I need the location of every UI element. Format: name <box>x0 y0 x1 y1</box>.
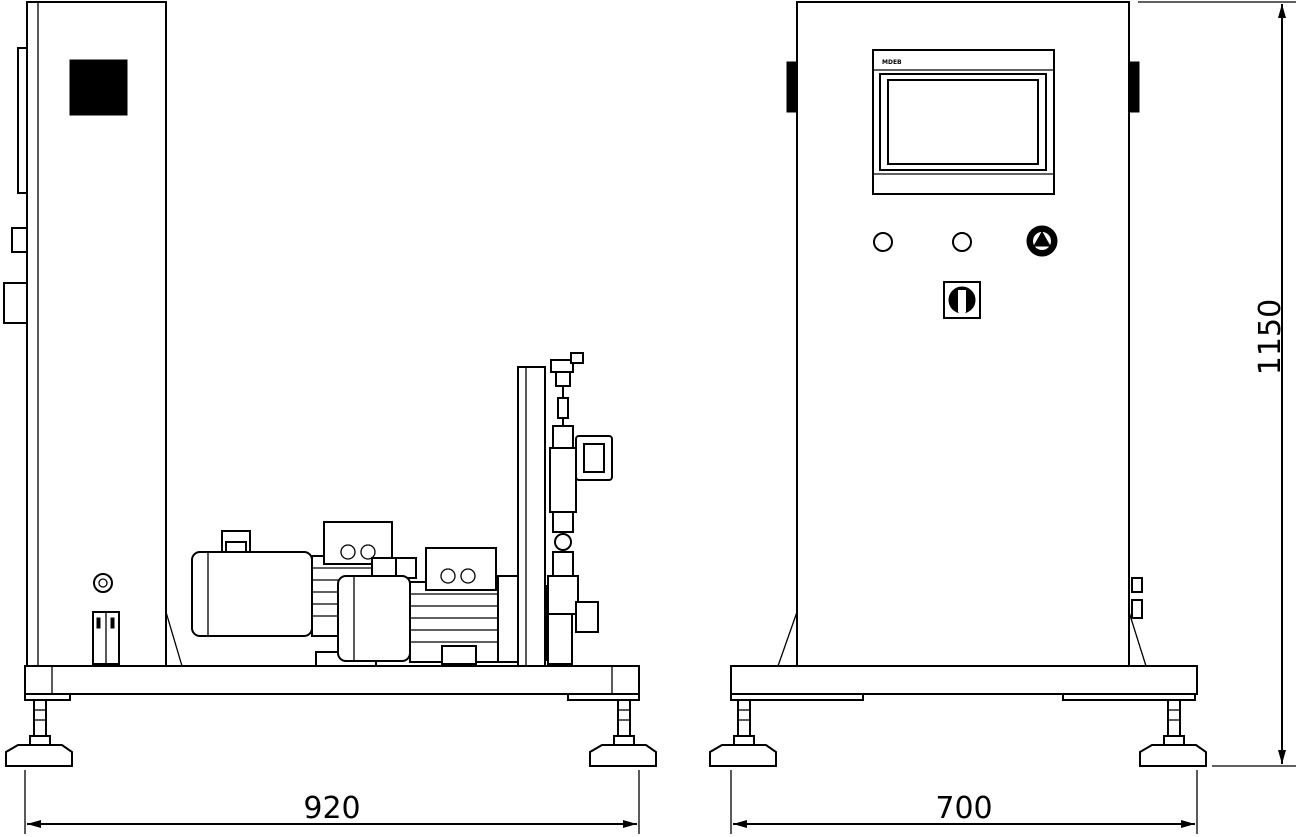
front-foot-right <box>1139 699 1207 767</box>
dimension-label-920: 920 <box>303 791 360 826</box>
control-buttons <box>873 225 1058 319</box>
front-base-frame <box>730 665 1198 701</box>
side-foot-right <box>589 699 657 767</box>
side-view <box>3 1 657 767</box>
pump-front <box>337 547 547 665</box>
hmi-screen-side <box>69 59 128 116</box>
side-foot-left <box>5 699 73 767</box>
front-view: MDEB <box>709 1 1207 767</box>
front-foot-left <box>709 699 777 767</box>
side-base-frame <box>24 665 640 701</box>
hmi-panel: MDEB <box>872 49 1055 195</box>
cable-gland <box>93 573 113 593</box>
button-middle <box>952 232 972 252</box>
dimension-label-700: 700 <box>935 791 992 826</box>
hmi-logo: MDEB <box>882 59 902 66</box>
dimension-label-1150: 1150 <box>1253 299 1288 375</box>
piping-assembly <box>517 352 613 667</box>
dimension-front-width: 700 <box>730 770 1198 834</box>
side-cabinet <box>3 1 183 667</box>
button-left <box>873 232 893 252</box>
dimension-height: 1150 <box>1138 1 1296 767</box>
dimension-side-width: 920 <box>24 770 640 834</box>
